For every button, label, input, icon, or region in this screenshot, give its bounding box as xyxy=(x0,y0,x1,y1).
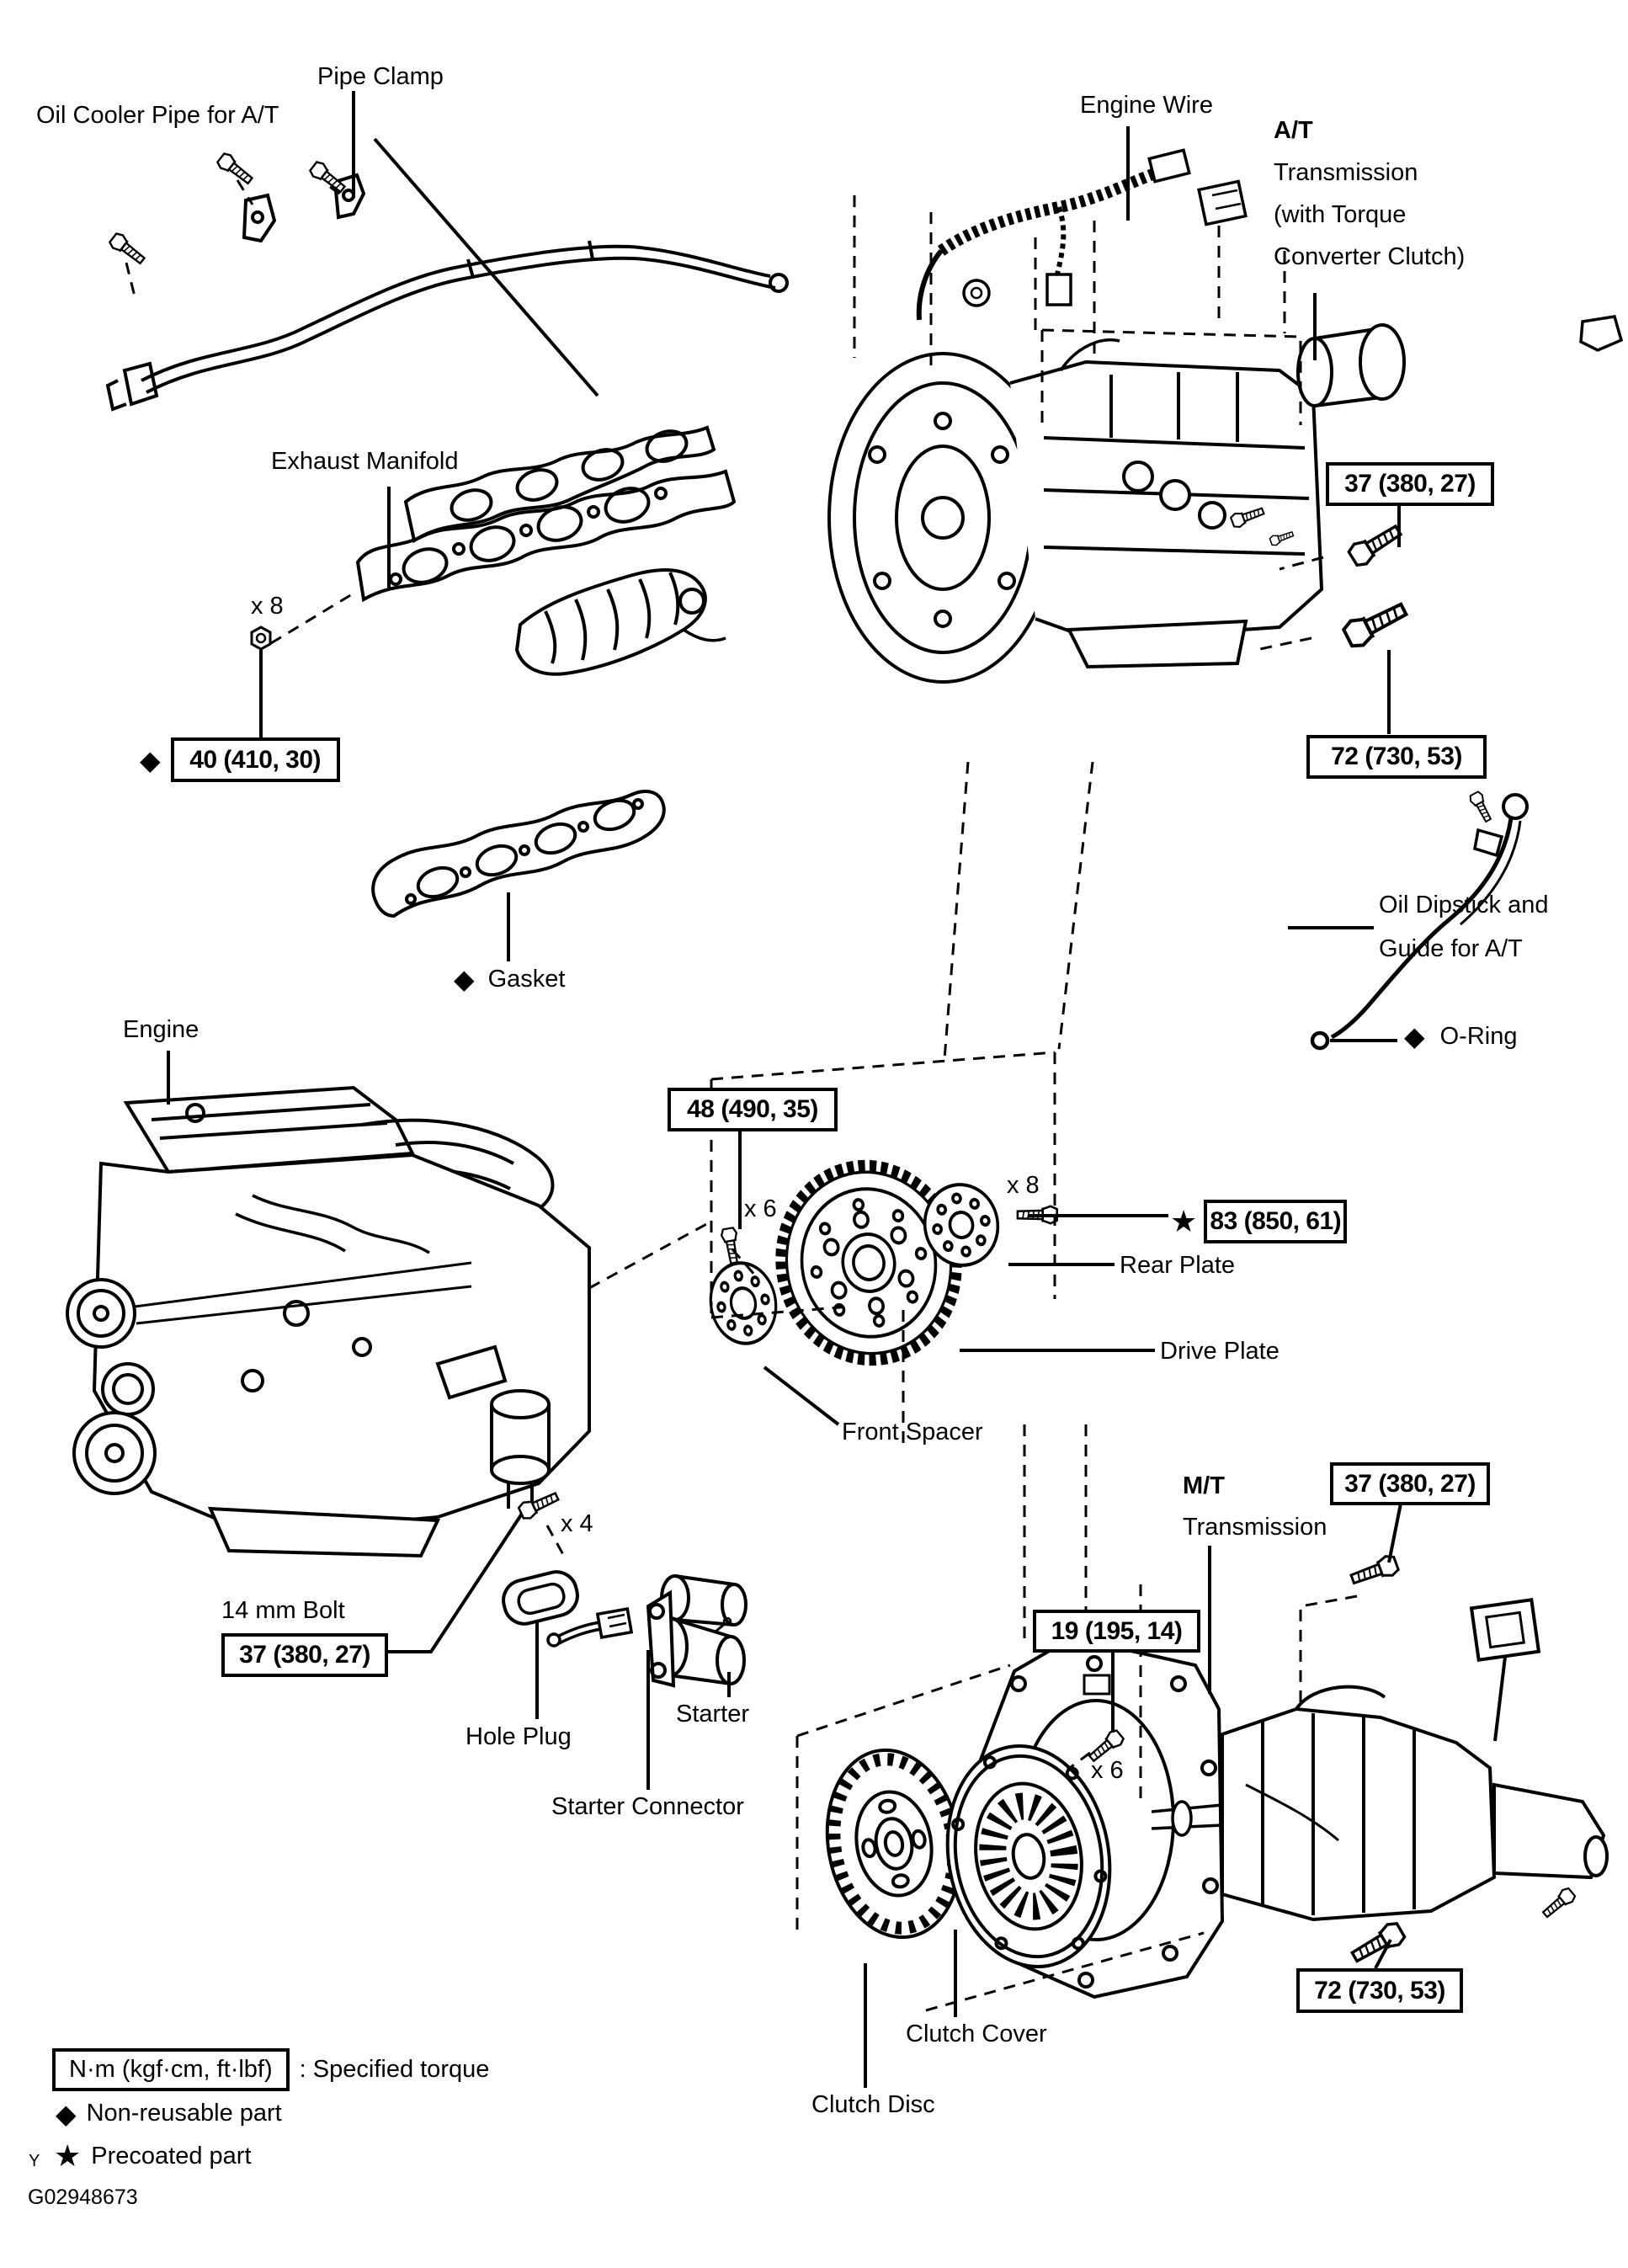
torque-box-mt-upper: 37 (380, 27) xyxy=(1330,1462,1490,1505)
drive-plate-group-drawing xyxy=(709,1159,1059,1366)
oil-dipstick-drawing xyxy=(1310,790,1529,1051)
mt-line1: Transmission xyxy=(1183,1514,1327,1541)
oil-dipstick-label: Oil Dipstick and Guide for A/T xyxy=(1379,883,1548,971)
at-heading: A/T xyxy=(1274,117,1313,144)
at-line1: Transmission xyxy=(1274,159,1418,186)
plate-bolt-count: x 8 xyxy=(1007,1172,1040,1199)
legend-torque-desc: : Specified torque xyxy=(299,2056,490,2083)
page-mark: Y xyxy=(29,2152,40,2170)
bolt-14mm-label: 14 mm Bolt xyxy=(221,1597,345,1624)
engine-wire-label: Engine Wire xyxy=(1080,92,1213,119)
mt-heading: M/T xyxy=(1183,1472,1225,1499)
clutch-bolt-count: x 6 xyxy=(1091,1757,1124,1784)
legend-precoated-row: ★ Precoated part xyxy=(54,2141,252,2171)
spacer-bolt-count: x 6 xyxy=(744,1195,777,1222)
torque-box-plate: 83 (850, 61) xyxy=(1204,1200,1348,1243)
engine-drawing xyxy=(66,1085,591,1558)
torque-box-engine-mount: 37 (380, 27) xyxy=(221,1633,388,1677)
oil-cooler-pipe-drawing xyxy=(105,150,789,412)
figure-code: G02948673 xyxy=(28,2185,138,2209)
diamond-icon: ◆ xyxy=(1404,1021,1425,1051)
star-icon: ★ xyxy=(54,2138,82,2173)
torque-row-manifold: ◆ 40 (410, 30) xyxy=(140,737,340,782)
pipe-clamp-label: Pipe Clamp xyxy=(317,63,444,90)
oil-dipstick-line1: Oil Dipstick and xyxy=(1379,892,1549,918)
torque-box-at-upper: 37 (380, 27) xyxy=(1326,462,1494,506)
torque-box-at-lower: 72 (730, 53) xyxy=(1306,735,1487,779)
engine-bolt-count: x 4 xyxy=(561,1510,593,1537)
legend-precoated-text: Precoated part xyxy=(91,2142,252,2170)
rear-plate-label: Rear Plate xyxy=(1120,1252,1236,1279)
clutch-disc-label: Clutch Disc xyxy=(811,2091,935,2118)
legend-non-reusable-text: Non-reusable part xyxy=(86,2100,282,2127)
starter-drawing xyxy=(646,1574,747,1688)
at-line3: Converter Clutch) xyxy=(1274,243,1466,270)
star-icon: ★ xyxy=(1170,1204,1198,1238)
legend-non-reusable-row: ◆ Non-reusable part xyxy=(56,2100,282,2127)
torque-box-mt-lower: 72 (730, 53) xyxy=(1296,1968,1463,2013)
dashed-assembly-lines xyxy=(125,179,1358,2012)
manifold-nut-count: x 8 xyxy=(251,593,284,620)
leader-lines xyxy=(167,91,1403,2088)
gasket-drawing xyxy=(371,790,666,918)
at-line2: (with Torque xyxy=(1274,201,1407,228)
o-ring-label-row: ◆ O-Ring xyxy=(1404,1022,1517,1051)
starter-connector-label: Starter Connector xyxy=(551,1793,744,1820)
diamond-icon: ◆ xyxy=(454,964,475,994)
legend-torque-row: N·m (kgf·cm, ft·lbf) : Specified torque xyxy=(52,2048,489,2091)
oil-cooler-pipe-label: Oil Cooler Pipe for A/T xyxy=(36,102,279,129)
hole-plug-label: Hole Plug xyxy=(466,1723,572,1750)
at-transmission-drawing xyxy=(827,315,1624,684)
drive-plate-label: Drive Plate xyxy=(1160,1338,1280,1365)
hole-plug-drawing xyxy=(502,1570,579,1626)
engine-wire-drawing xyxy=(916,148,1248,321)
gasket-label: Gasket xyxy=(487,966,566,993)
clutch-cover-label: Clutch Cover xyxy=(906,2020,1047,2047)
mt-transmission-label: M/T Transmission xyxy=(1183,1466,1327,1548)
legend-torque-unit-box: N·m (kgf·cm, ft·lbf) xyxy=(52,2048,290,2091)
torque-box-spacer: 48 (490, 35) xyxy=(668,1088,838,1131)
torque-box-clutch: 19 (195, 14) xyxy=(1033,1610,1200,1653)
diamond-icon: ◆ xyxy=(56,2098,77,2129)
starter-label: Starter xyxy=(676,1701,750,1728)
front-spacer-label: Front Spacer xyxy=(842,1419,983,1445)
diamond-icon: ◆ xyxy=(140,744,161,775)
torque-row-plate: ★ 83 (850, 61) xyxy=(1170,1200,1348,1243)
at-transmission-label: A/T Transmission (with Torque Converter … xyxy=(1274,109,1465,278)
engine-label: Engine xyxy=(123,1016,200,1043)
gasket-label-row: ◆ Gasket xyxy=(454,965,565,993)
exhaust-manifold-drawing xyxy=(250,425,737,676)
oil-dipstick-line2: Guide for A/T xyxy=(1379,935,1523,962)
torque-box-manifold: 40 (410, 30) xyxy=(170,737,340,782)
starter-connector-drawing xyxy=(546,1607,634,1648)
exhaust-manifold-label: Exhaust Manifold xyxy=(271,448,459,475)
o-ring-label: O-Ring xyxy=(1439,1023,1518,1050)
clutch-cover-drawing xyxy=(945,1744,1112,1969)
